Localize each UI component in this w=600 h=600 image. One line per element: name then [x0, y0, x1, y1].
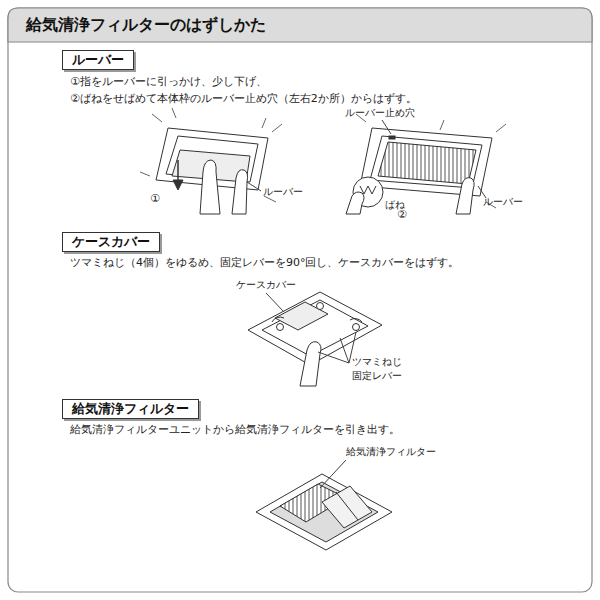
- part-label: ルーバー: [263, 186, 303, 197]
- part-label: ツマミねじ: [352, 356, 402, 367]
- filter-figure: [256, 460, 392, 550]
- part-label: ケースカバー: [236, 279, 296, 290]
- part-label: ルーバー: [483, 196, 523, 207]
- section-heading: ルーバー: [72, 52, 124, 68]
- section-heading-box: 給気清浄フィルター: [62, 399, 199, 419]
- step-number: ①: [150, 192, 160, 205]
- section-heading: 給気清浄フィルター: [72, 401, 189, 417]
- step-number: ②: [397, 208, 407, 221]
- part-label: 給気清浄フィルター: [346, 446, 436, 457]
- title-band: [8, 8, 592, 42]
- section-heading-box: ルーバー: [62, 50, 134, 70]
- louver-figure-1: [140, 108, 282, 214]
- page-title: 給気清浄フィルターのはずしかた: [26, 15, 266, 36]
- louver-figure-2: [346, 114, 506, 214]
- section-heading-box: ケースカバー: [62, 232, 160, 252]
- outer-frame: [8, 8, 592, 592]
- part-label: 固定レバー: [352, 370, 402, 381]
- body-text: 給気清浄フィルターユニットから給気清浄フィルターを引き出す。: [70, 423, 400, 436]
- body-text: ツマミねじ（4個）をゆるめ、固定レバーを90°回し、ケースカバーをはずす。: [70, 256, 460, 269]
- body-text: ②ばねをせばめて本体枠のルーバー止め穴（左右2か所）からはずす。: [70, 92, 417, 105]
- section-heading: ケースカバー: [72, 234, 150, 250]
- part-label: ルーバー止め穴: [345, 107, 415, 118]
- body-text: ①指をルーバーに引っかけ、少し下げ、: [70, 75, 267, 88]
